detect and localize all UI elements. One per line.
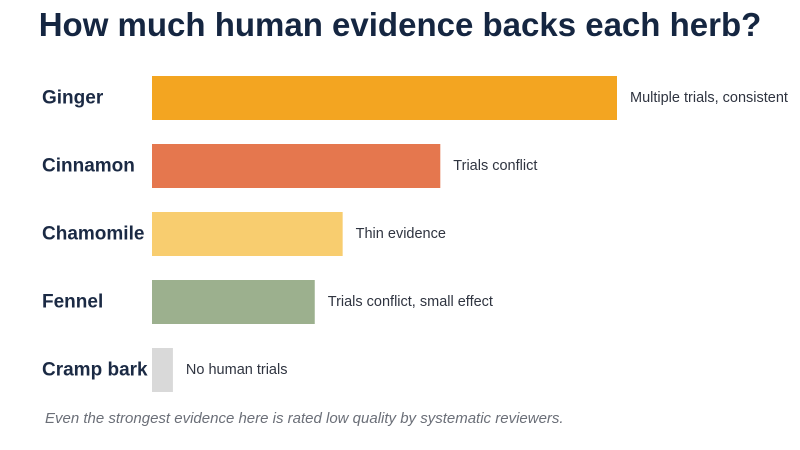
data-label-fennel: Trials conflict, small effect bbox=[328, 294, 493, 310]
data-label-cramp-bark: No human trials bbox=[186, 362, 288, 378]
category-label-fennel: Fennel bbox=[42, 292, 103, 313]
chart-footnote: Even the strongest evidence here is rate… bbox=[45, 410, 564, 427]
category-label-chamomile: Chamomile bbox=[42, 224, 144, 245]
bar-fennel bbox=[152, 280, 315, 324]
bar-cinnamon bbox=[152, 144, 441, 188]
bar-chamomile bbox=[152, 212, 343, 256]
bar-ginger bbox=[152, 76, 617, 120]
data-label-cinnamon: Trials conflict bbox=[453, 158, 537, 174]
data-label-ginger: Multiple trials, consistent bbox=[630, 90, 788, 106]
data-label-chamomile: Thin evidence bbox=[356, 226, 446, 242]
category-label-ginger: Ginger bbox=[42, 88, 104, 109]
category-label-cramp-bark: Cramp bark bbox=[42, 360, 148, 381]
category-label-cinnamon: Cinnamon bbox=[42, 156, 135, 177]
chart-title: How much human evidence backs each herb? bbox=[38, 6, 762, 43]
bar-cramp-bark bbox=[152, 348, 173, 392]
